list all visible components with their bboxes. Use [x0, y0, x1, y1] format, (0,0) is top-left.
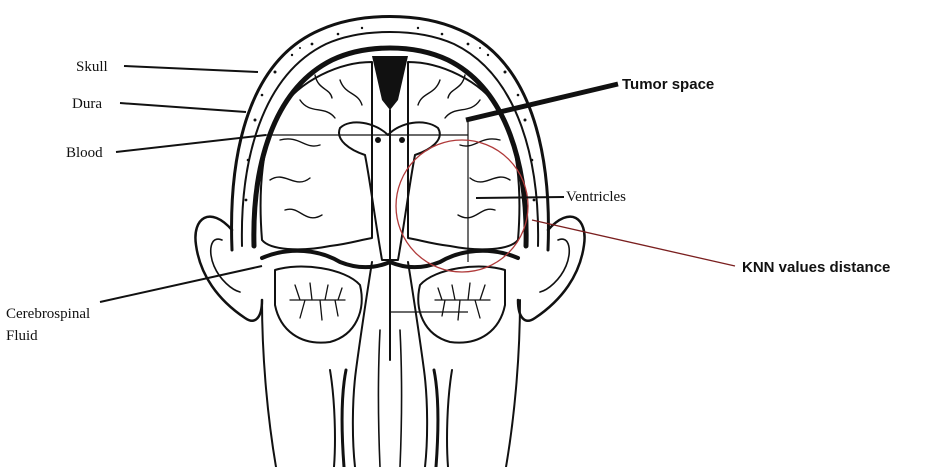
knn-label: KNN values distance	[742, 259, 890, 276]
skull-label: Skull	[76, 59, 108, 75]
knn-leader	[532, 220, 735, 266]
csf-label-line2: Fluid	[6, 328, 38, 344]
blood-label: Blood	[66, 145, 103, 161]
dura-leader	[120, 103, 246, 112]
ventricles-leader	[476, 197, 564, 198]
left-hemisphere	[261, 62, 372, 249]
blood-leader	[116, 135, 266, 152]
skull-leader	[124, 66, 258, 72]
csf-label-line1: Cerebrospinal	[6, 306, 90, 322]
tumor-space-leader	[466, 84, 618, 120]
csf-leader	[100, 266, 262, 302]
ventricles-label: Ventricles	[566, 189, 626, 205]
tumor-space-label: Tumor space	[622, 76, 714, 93]
falx	[372, 56, 408, 360]
annotation-grid-lines	[265, 120, 468, 312]
right-hemisphere	[408, 62, 519, 249]
dura-label: Dura	[72, 96, 102, 112]
